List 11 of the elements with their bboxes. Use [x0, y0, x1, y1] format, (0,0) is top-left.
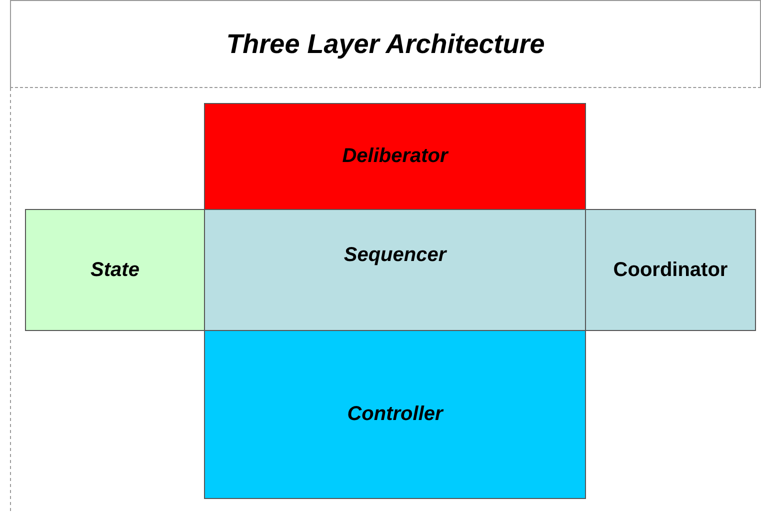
title: Three Layer Architecture [226, 28, 545, 60]
layer-label: Coordinator [613, 258, 728, 282]
layer-label: Controller [347, 403, 443, 426]
layer-box [204, 209, 586, 331]
layer-label: State [90, 258, 140, 282]
layer-label: Deliberator [342, 145, 448, 168]
layer-box [585, 209, 756, 331]
layer-box [204, 330, 586, 499]
layer-box [204, 103, 586, 210]
layer-label: Sequencer [344, 244, 446, 267]
layer-box [25, 209, 205, 331]
